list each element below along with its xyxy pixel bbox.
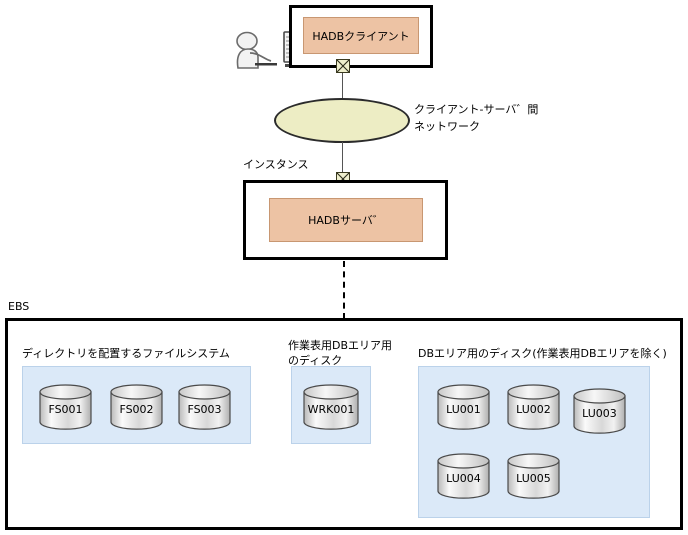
disk-label: FS002 [119,403,154,416]
disk-label: FS001 [48,403,83,416]
network-port-icon [336,59,350,73]
instance-label: インスタンス [243,158,309,171]
disk-cylinder-icon[interactable]: LU005 [507,453,560,499]
disk-label: LU004 [446,472,481,485]
disk-cylinder-icon[interactable]: FS002 [110,384,163,430]
db-area-group-label: DBエリア用のディスク(作業表用DBエリアを除く) [418,347,667,360]
network-to-instance-line [342,142,343,174]
disk-cylinder-icon[interactable]: LU002 [507,384,560,430]
disk-cylinder-icon[interactable]: LU001 [437,384,490,430]
disk-label: WRK001 [307,403,355,416]
disk-label: FS003 [187,403,222,416]
work-table-db-area-group-label-line1: 作業表用DBエリア用 [288,339,393,352]
ebs-label: EBS [8,300,30,313]
network-ellipse-icon [274,98,410,143]
disk-cylinder-icon[interactable]: WRK001 [303,384,359,430]
disk-cylinder-icon[interactable]: FS003 [178,384,231,430]
disk-cylinder-icon[interactable]: LU003 [573,388,626,434]
disk-label: LU001 [446,403,481,416]
filesystem-group-label: ディレクトリを配置するファイルシステム [22,347,230,360]
hadb-server-box[interactable]: HADBサーバ゛ [269,198,423,242]
disk-label: LU003 [582,407,617,420]
client-to-network-line [342,73,343,103]
instance-to-ebs-line [343,261,345,319]
network-label-line2: ネットワーク [414,120,480,133]
network-label-line1: クライアント-サーバ゛間 [414,103,539,116]
disk-cylinder-icon[interactable]: LU004 [437,453,490,499]
disk-cylinder-icon[interactable]: FS001 [39,384,92,430]
disk-label: LU005 [516,472,551,485]
hadb-client-box[interactable]: HADBクライアント [303,17,419,54]
work-table-db-area-group-label-line2: のディスク [288,354,343,367]
disk-label: LU002 [516,403,551,416]
